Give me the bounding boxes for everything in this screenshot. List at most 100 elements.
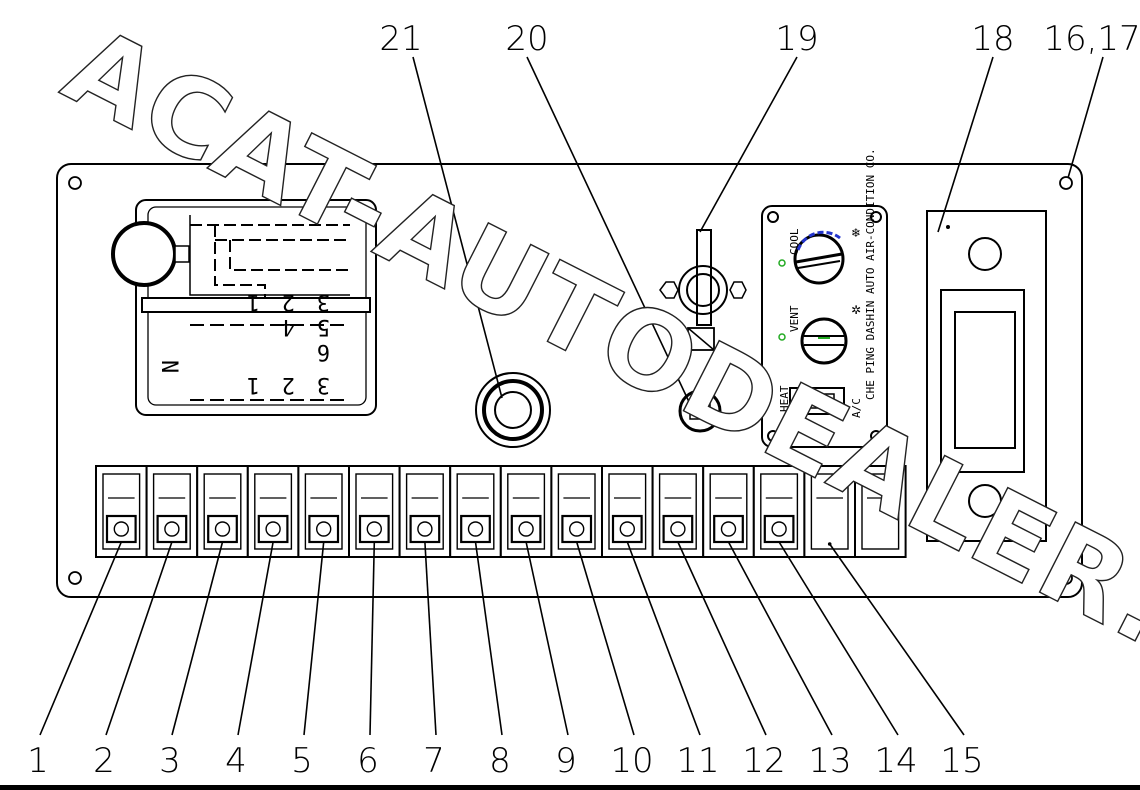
gear-label: 6 (317, 339, 330, 364)
mount-hole (68, 176, 82, 190)
gear-label: 4 (282, 314, 295, 339)
display-module-18 (926, 210, 1047, 542)
tailgate-icon (713, 514, 744, 544)
rocker-switch-2[interactable] (145, 465, 199, 558)
switch-row (95, 465, 907, 558)
gear-label: 3 (317, 289, 330, 314)
leader-line (171, 541, 224, 736)
callout-number: 20 (505, 19, 548, 59)
leader-line (369, 541, 376, 736)
ac-rocker-switch[interactable] (789, 387, 845, 415)
rocker-switch-5[interactable] (297, 465, 350, 558)
cool-label: COOL (788, 228, 801, 255)
cab-tilt-icon (510, 514, 542, 544)
exhaust-brake-icon (561, 514, 593, 544)
rocker-switch-6[interactable] (348, 465, 401, 558)
fan-icon: ✲ (851, 303, 861, 317)
gear-label: 3 (317, 372, 330, 397)
gear-label: 1 (247, 289, 260, 314)
gear-label: 2 (282, 372, 295, 397)
leader-line (575, 541, 635, 736)
callout-number: 4 (225, 741, 247, 781)
callout-number: 11 (676, 741, 719, 781)
gear-lever-knob (111, 221, 177, 287)
temperature-dial[interactable] (793, 230, 845, 285)
rocker-switch-8[interactable] (449, 465, 502, 558)
front-fog-light-icon (207, 514, 238, 544)
gear-shift-plate: 6 5 3 4 2 1 3 2 1 N (111, 199, 377, 416)
snowflake-icon: ❄ (851, 226, 861, 240)
mount-hole (68, 571, 82, 585)
rocker-switch-14[interactable] (752, 465, 806, 558)
cool-indicator-icon (778, 259, 786, 267)
leader-line (829, 543, 965, 736)
rocker-switch-11[interactable] (601, 465, 654, 558)
rear-fog-light-icon (257, 514, 289, 544)
control-knob-21[interactable] (475, 372, 551, 448)
callout-number: 19 (775, 19, 818, 59)
gear-label: 5 (317, 314, 330, 339)
mirror-heater-icon (763, 514, 795, 544)
callout-number: 9 (555, 741, 577, 781)
callout-number: 8 (489, 741, 511, 781)
beacon-light-icon (308, 514, 340, 544)
callout-number: 10 (610, 741, 653, 781)
callout-number: 2 (93, 741, 115, 781)
leader-line (727, 541, 833, 736)
manufacturer-label: CHE PING DASHIN AUTO AIR-CONDITION CO. (864, 148, 877, 400)
leader-line (237, 541, 274, 736)
callout-number: 6 (357, 741, 379, 781)
climate-control-panel: COOL ❄ VENT ✲ HEAT A/C CHE PING DASHIN A… (761, 148, 888, 448)
key-switch-20[interactable] (678, 389, 722, 433)
vent-indicator-icon (778, 333, 786, 341)
leader-line (39, 541, 123, 736)
battery-master-switch-19[interactable] (659, 229, 747, 351)
leader-line (105, 541, 173, 736)
leader-line (474, 541, 503, 736)
rocker-switch-3[interactable] (196, 465, 249, 558)
top-callouts: 21 20 19 18 16,17 (379, 19, 1140, 59)
gear-label: 2 (282, 289, 295, 314)
heat-label: HEAT (778, 385, 791, 412)
gear-neutral-label: N (156, 360, 181, 373)
panel-outline (56, 163, 1083, 598)
hazard-icon (358, 514, 390, 544)
leader-line (778, 541, 899, 736)
callout-number: 14 (874, 741, 917, 781)
power-takeoff-icon (460, 514, 491, 544)
callout-number: 16,17 (1043, 19, 1140, 59)
diff-lock-icon (409, 514, 441, 544)
rocker-switch-15[interactable] (803, 465, 857, 558)
ac-label: A/C (850, 398, 863, 418)
callout-leaders (39, 56, 1104, 736)
callout-number: 5 (291, 741, 313, 781)
rocker-switch-10[interactable] (550, 465, 604, 558)
vent-label: VENT (788, 305, 801, 332)
headlight-icon (156, 514, 188, 544)
leader-line (626, 541, 701, 736)
fan-speed-dial[interactable] (800, 317, 848, 365)
callout-number: 12 (742, 741, 785, 781)
watermark-text: ACAT-AUTODEALER.RU (46, 4, 1140, 749)
mount-hole (1059, 571, 1073, 585)
rocker-switch-1[interactable] (95, 465, 148, 558)
callout-number: 13 (808, 741, 851, 781)
callout-number: 1 (27, 741, 49, 781)
callout-number: 15 (940, 741, 983, 781)
mount-hole (1059, 176, 1073, 190)
callout-number: 18 (971, 19, 1014, 59)
gauge-icon (105, 514, 137, 544)
dump-body-icon (662, 514, 694, 544)
callout-number: 21 (379, 19, 422, 59)
leader-line (424, 541, 437, 736)
rocker-switch-16[interactable] (854, 465, 907, 558)
rocker-switch-9[interactable] (499, 465, 553, 558)
rocker-switch-13[interactable] (702, 465, 755, 558)
callout-number: 3 (159, 741, 181, 781)
page-bottom-border (0, 785, 1140, 790)
leader-line (677, 541, 767, 736)
leader-line (303, 541, 325, 736)
retarder-icon (611, 514, 643, 544)
